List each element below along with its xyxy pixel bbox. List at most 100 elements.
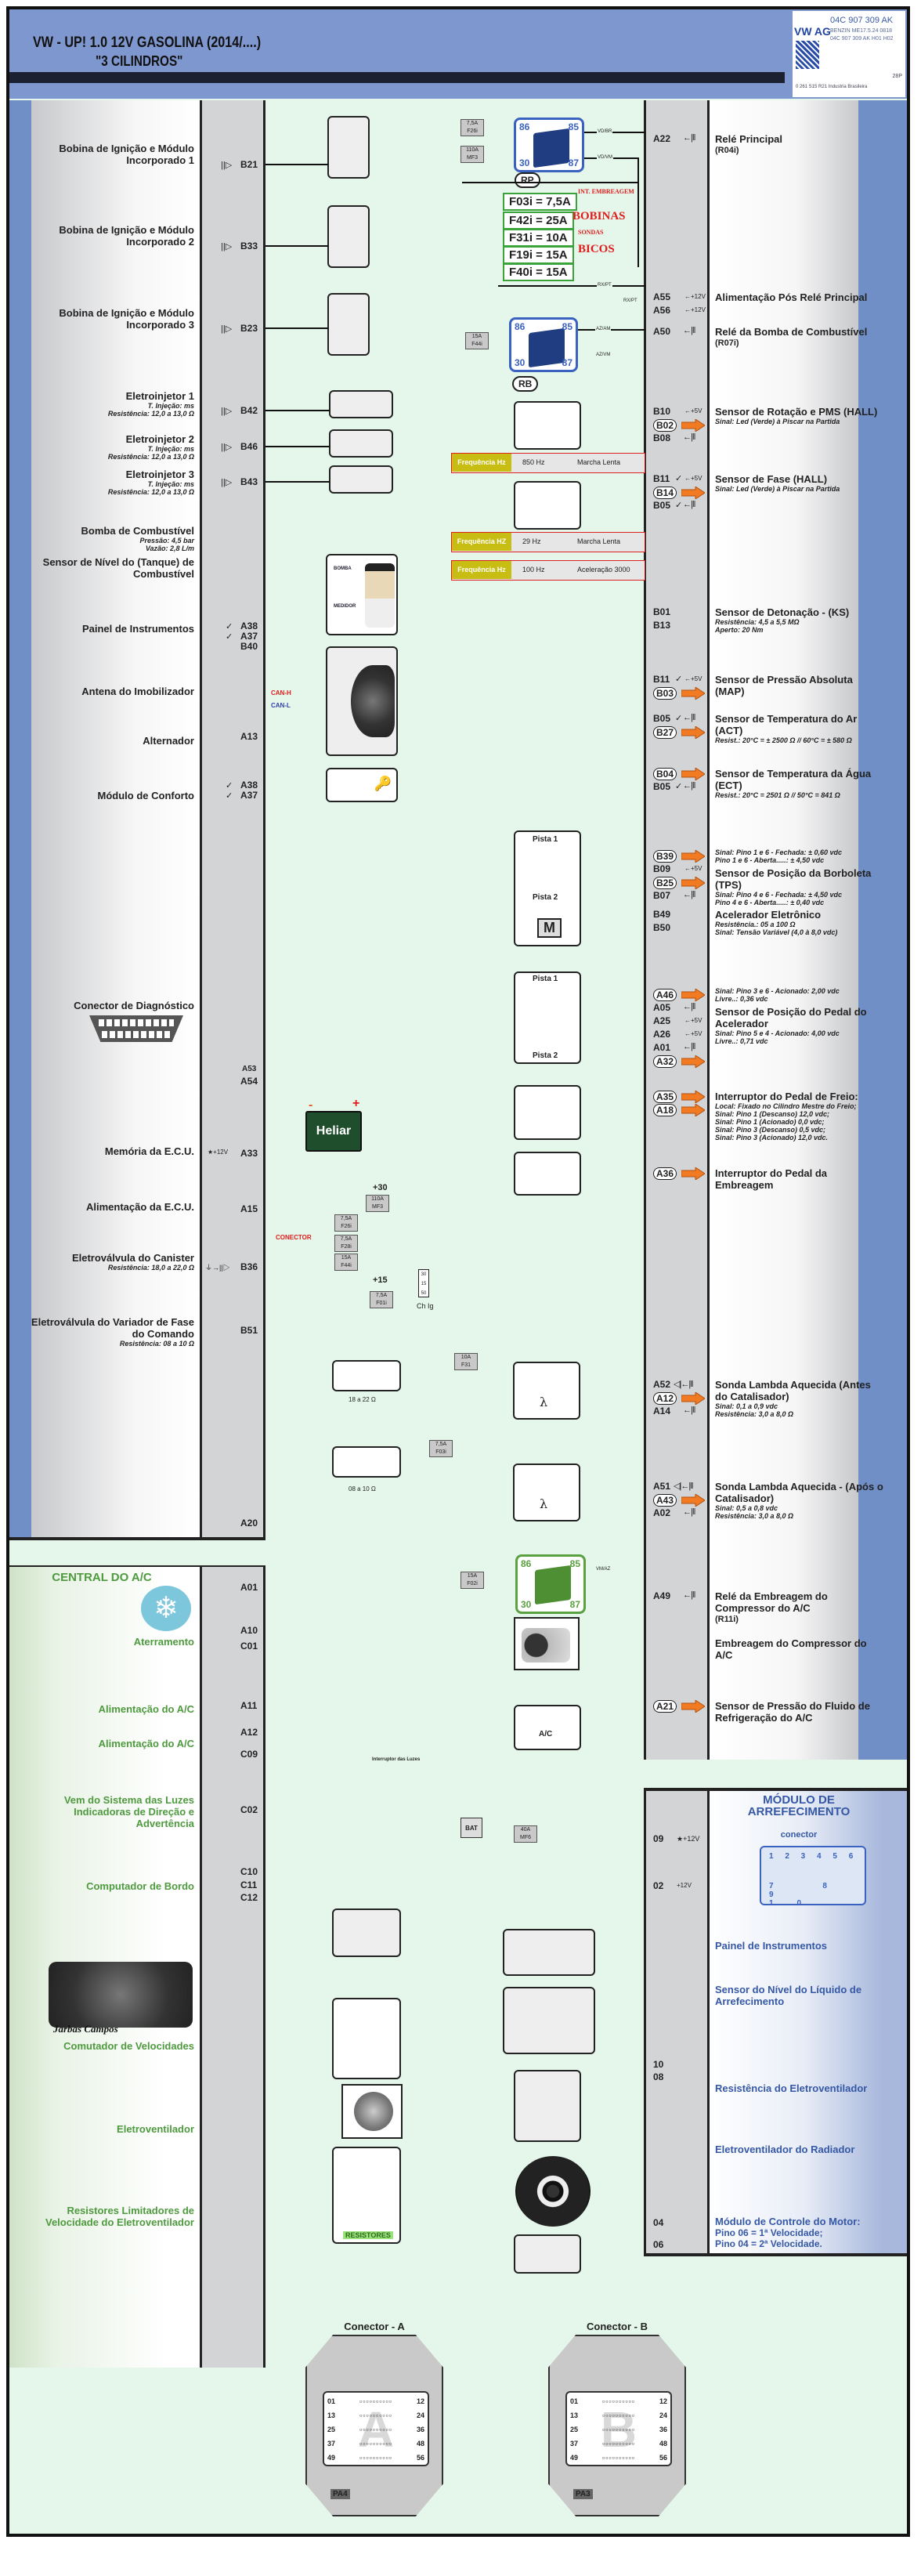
rail-30: +30: [373, 1183, 388, 1192]
pin-b05: B05: [653, 500, 671, 511]
connector-title: Conector - B: [587, 2321, 648, 2332]
ecu-line: 04C 907 309 AK H01 H02: [830, 36, 894, 42]
right-component-name: Sensor de Fase (HALL): [715, 473, 828, 485]
ignition-coil-3: [327, 293, 370, 356]
canister-output-icon: ⏚→||▷: [205, 1264, 230, 1272]
frequency-box: Frequência Hz 100 Hz Aceleração 3000: [451, 560, 645, 581]
pin-a37: A37: [240, 631, 258, 642]
right-label: Sensor de Detonação - (KS)Resistência: 4…: [715, 606, 883, 634]
ignition-pin: 15: [421, 1282, 427, 1286]
right-component-detail: Sinal: Pino 1 (Acionado) 0,0 vdc;: [715, 1118, 825, 1126]
pin-b09: B09: [653, 863, 671, 874]
ac-compressor: [514, 1617, 580, 1670]
header-divider: [9, 72, 785, 83]
label-instrument-panel: Painel de Instrumentos: [81, 623, 194, 635]
fuel-pump: BOMBA MEDIDOR: [326, 554, 398, 635]
right-component-name: Sonda Lambda Aquecida (Antes do Catalisa…: [715, 1379, 871, 1402]
right-label: Sensor de Temperatura do Ar (ACT)Resist.…: [715, 713, 883, 744]
pin-a46: A46: [653, 989, 677, 1001]
pin-c01: C01: [240, 1641, 258, 1652]
page-subtitle: "3 CILINDROS": [96, 53, 183, 69]
compressor-image: [522, 1628, 570, 1662]
ignition-pin: 30: [421, 1272, 427, 1277]
cooling-pin-09: 09: [653, 1833, 664, 1844]
relay-terminal: 85: [562, 321, 572, 332]
fuel-pump-name: Bomba de Combustível: [81, 525, 194, 537]
pin-c10: C10: [240, 1866, 258, 1877]
signal-arrow-icon: [681, 768, 705, 780]
right-component-name: Sensor de Rotação e PMS (HALL): [715, 406, 878, 418]
signal-arrow-icon: [681, 1055, 705, 1068]
pin-first: 25: [327, 2426, 336, 2433]
right-component-detail: Resistência: 3,0 a 8,0 Ω: [715, 1410, 794, 1418]
right-component-name: Relé Principal: [715, 133, 782, 145]
label-ecu-supply: Alimentação da E.C.U.: [86, 1201, 194, 1213]
radiator-fan-icon: [515, 2156, 591, 2227]
pin-slots: ▫▫▫▫▫▫▫▫▫▫: [359, 2411, 392, 2419]
label-cooling-cluster: Painel de Instrumentos: [715, 1940, 828, 1952]
canister-name: Eletroválvula do Canister: [71, 1252, 194, 1264]
cluster-image: [351, 665, 395, 737]
ground-icon: ←|‖: [683, 133, 695, 143]
injector-output-icon: ||▷: [221, 407, 233, 416]
signal-arrow-shape: [681, 1167, 705, 1180]
left-pin-column: [200, 100, 265, 1540]
fuse-id: F26i: [467, 128, 478, 134]
relay-terminal: 87: [569, 1599, 580, 1610]
right-component-detail: Sinal: Led (Verde) à Piscar na Partida: [715, 418, 840, 425]
signal-detail: Sinal: Pino 3 e 6 - Acionado: 2,00 vdc: [715, 987, 840, 995]
wire: [265, 410, 330, 411]
right-component-detail: Resist.: 20°C = ± 2500 Ω // 60°C = ± 580…: [715, 736, 852, 744]
pin-first: 13: [570, 2411, 579, 2419]
label-speed-switch: Comutador de Velocidades: [63, 2040, 194, 2052]
crankshaft-sensor: [514, 401, 581, 450]
pin-a38: A38: [240, 780, 258, 791]
injector-name: Eletroinjetor 2: [125, 433, 194, 445]
relay-terminal: 30: [521, 1599, 532, 1610]
fuse-id: MF3: [372, 1204, 383, 1210]
fuse-f40i: F40i = 15A: [503, 263, 574, 281]
fuse-note: BOBINAS: [572, 210, 626, 223]
label-ignition-coil-3: Bobina de Ignição e Módulo Incorporado 3: [59, 307, 194, 331]
pin-b03: B03: [653, 687, 677, 700]
right-component-detail: Aperto: 20 Nm: [715, 626, 764, 634]
connector-pin-row: 49▫▫▫▫▫▫▫▫▫▫56: [570, 2454, 667, 2462]
wire: [637, 157, 639, 267]
memory-supply-icon: ★+12V: [677, 1835, 700, 1843]
relay-body: [529, 327, 565, 368]
frequency-key: Frequência HZ: [452, 533, 511, 551]
label-ignition-coil-1: Bobina de Ignição e Módulo Incorporado 1: [59, 143, 194, 166]
fuel-pump-detail: Vazão: 2,8 L/m: [145, 545, 194, 552]
cooling-connector-label: conector: [780, 1830, 818, 1840]
ecu-label: VW AG 04C 907 309 AK BENZIN ME17.5.24 08…: [793, 11, 905, 97]
pin-first: 01: [327, 2397, 336, 2405]
pin-a32: A32: [653, 1055, 677, 1068]
pin-b43: B43: [240, 476, 258, 487]
check-icon: ✓: [226, 781, 233, 791]
signal-arrow-icon: [681, 1700, 705, 1713]
fuse-rating: 110A: [371, 1196, 384, 1202]
fuse-id: F31: [460, 1362, 471, 1368]
injector-name: Eletroinjetor 1: [125, 390, 194, 402]
ecm-name: Módulo de Controle do Motor:: [715, 2216, 861, 2227]
fuse-rating: 7,5A: [435, 1442, 447, 1447]
injector-detail: Resistência: 12,0 a 13,0 Ω: [107, 453, 194, 461]
signal-arrow-icon: [681, 850, 705, 863]
pin-a01: A01: [240, 1582, 258, 1593]
relay-terminal: 86: [521, 1558, 532, 1569]
injector-output-icon: ||▷: [221, 443, 233, 452]
hvac-control-photo: [49, 1962, 193, 2028]
ignition-coil-1: [327, 116, 370, 179]
pin-b42: B42: [240, 405, 258, 416]
wire-label: RX/PT: [623, 298, 638, 303]
right-component-name: Sonda Lambda Aquecida - (Após o Catalisa…: [715, 1481, 883, 1504]
pin-b02: B02: [653, 419, 677, 432]
qr-code-icon: [796, 41, 819, 69]
pin-a55: A55: [653, 291, 671, 302]
pin-a53: A53: [242, 1065, 257, 1073]
